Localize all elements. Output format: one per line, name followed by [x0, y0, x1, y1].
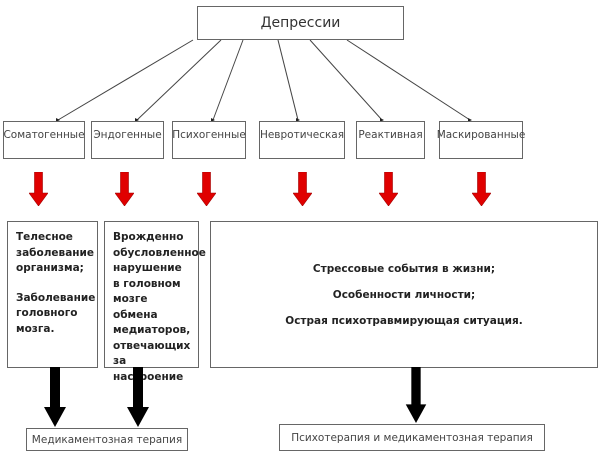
cause-text: Острая психотравмирующая ситуация. — [285, 314, 523, 327]
depressions-title-box: Депрессии — [197, 6, 404, 40]
black-arrow-down-icon — [127, 367, 149, 427]
cause-box-psychogenic: Стрессовые события в жизни; Особенности … — [210, 221, 598, 368]
cause-text: Заболевание головного мозга. — [16, 291, 96, 335]
outcome-box-medication: Медикаментозная терапия — [26, 428, 188, 451]
black-arrow-down-icon — [405, 367, 427, 423]
red-arrow-down-icon — [197, 172, 216, 206]
connector-psychogenic — [211, 39, 244, 122]
cause-text: Стрессовые события в жизни; — [312, 262, 496, 275]
type-box-somatogenic: Соматогенные — [3, 121, 85, 159]
type-box-endogenous: Эндогенные — [91, 121, 164, 159]
type-box-masked: Маскированные — [436, 121, 526, 159]
outcome-label-medication: Медикаментозная терапия — [31, 433, 183, 446]
cause-text: Врожденно обусловленное нарушение в голо… — [113, 231, 206, 383]
connector-reactive — [309, 39, 384, 122]
cause-box-endogenous: Врожденно обусловленное нарушение в голо… — [104, 221, 206, 383]
type-label-somatogenic: Соматогенные — [3, 129, 85, 141]
type-label-psychogenic: Психогенные — [172, 129, 246, 141]
red-arrow-down-icon — [293, 172, 312, 206]
red-arrow-down-icon — [115, 172, 134, 206]
type-box-neurotic: Невротическая — [259, 121, 345, 159]
type-label-endogenous: Эндогенные — [93, 129, 162, 141]
type-label-reactive: Реактивная — [358, 129, 423, 141]
type-box-reactive: Реактивная — [356, 121, 425, 159]
type-label-neurotic: Невротическая — [259, 129, 345, 141]
connector-neurotic — [277, 39, 300, 122]
connector-endogenous — [135, 39, 222, 122]
red-arrow-down-icon — [379, 172, 398, 206]
connector-masked — [346, 39, 472, 122]
diagram-title: Депрессии — [260, 15, 341, 31]
cause-box-somatogenic: Телесное заболевание организма; Заболева… — [7, 221, 98, 368]
type-box-psychogenic: Психогенные — [172, 121, 246, 159]
black-arrow-down-icon — [44, 367, 66, 427]
red-arrow-down-icon — [29, 172, 48, 206]
type-label-masked: Маскированные — [436, 129, 526, 141]
cause-text: Особенности личности; — [332, 288, 476, 301]
connector-somatogenic — [56, 39, 194, 122]
cause-text: Телесное заболевание организма; — [16, 231, 95, 274]
red-arrow-down-icon — [472, 172, 491, 206]
outcome-box-psychotherapy: Психотерапия и медикаментозная терапия — [279, 424, 545, 451]
outcome-label-psychotherapy: Психотерапия и медикаментозная терапия — [291, 431, 533, 444]
